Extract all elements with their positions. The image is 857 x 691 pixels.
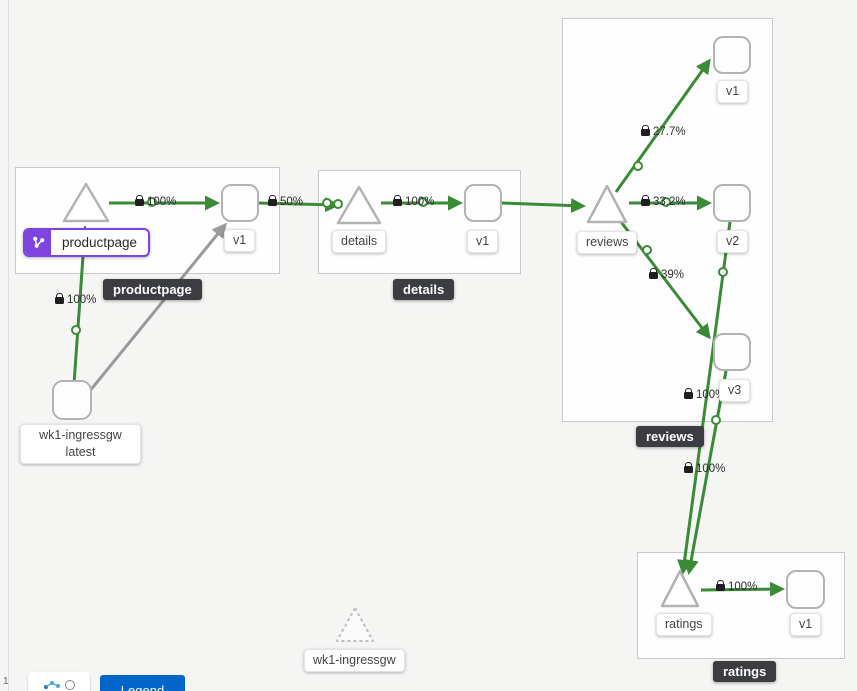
- edge-marker-circle: [147, 197, 157, 207]
- mtls-lock-icon: [268, 194, 277, 206]
- edge-marker-circle: [322, 198, 332, 208]
- mtls-lock-icon: [641, 194, 650, 206]
- group-badge-ratings[interactable]: ratings: [713, 661, 777, 682]
- node-label-reviews-v3[interactable]: v3: [719, 379, 751, 402]
- node-label-ingress-workload[interactable]: wk1-ingressgw latest: [20, 424, 141, 464]
- node-label-ratings-v1[interactable]: v1: [790, 613, 822, 636]
- toolbar-chip[interactable]: [28, 672, 90, 691]
- mtls-lock-icon: [135, 194, 144, 206]
- edge-label-ratings-to-v1[interactable]: 100%: [716, 579, 757, 593]
- mtls-lock-icon: [649, 267, 658, 279]
- graph-icon: [44, 681, 60, 689]
- mtls-lock-icon: [716, 579, 725, 591]
- edge-marker-circle: [71, 325, 81, 335]
- edge-label-reviews-to-v3[interactable]: 39%: [649, 267, 684, 281]
- edge-label-details-to-v1[interactable]: 100%: [393, 194, 434, 208]
- panel-divider: [8, 0, 9, 691]
- node-label-ratings[interactable]: ratings: [656, 613, 712, 636]
- mtls-lock-icon: [684, 461, 693, 473]
- group-box-productpage[interactable]: [15, 167, 280, 274]
- node-ingress-workload[interactable]: [52, 380, 92, 420]
- edge-marker-circle: [711, 415, 721, 425]
- group-box-details[interactable]: [318, 170, 521, 274]
- group-box-ratings[interactable]: [637, 552, 845, 659]
- edge-label-v2-to-ratings[interactable]: 100%: [684, 461, 725, 475]
- edge-label-v1-to-details[interactable]: 50%: [268, 194, 303, 208]
- zoom-level-text: 1: [3, 676, 9, 687]
- group-badge-productpage[interactable]: productpage: [103, 279, 202, 300]
- mtls-lock-icon: [393, 194, 402, 206]
- node-label-reviews-v2[interactable]: v2: [717, 230, 749, 253]
- edge-label-productpage-to-v1[interactable]: 100%: [135, 194, 176, 208]
- edge-marker-circle: [661, 197, 671, 207]
- group-badge-details[interactable]: details: [393, 279, 455, 300]
- edge-marker-circle: [642, 245, 652, 255]
- edge-marker-circle: [418, 197, 428, 207]
- edge-label-v3-to-ratings[interactable]: 100%: [684, 387, 725, 401]
- node-ingress-service[interactable]: [336, 607, 374, 642]
- mtls-lock-icon: [55, 292, 64, 304]
- circle-icon: [65, 680, 75, 690]
- edge-marker-circle: [633, 161, 643, 171]
- node-label-reviews[interactable]: reviews: [577, 231, 638, 254]
- edge-marker-circle: [333, 199, 343, 209]
- edge-label-reviews-to-v2[interactable]: 33.2%: [641, 194, 686, 208]
- edge-marker-circle: [718, 267, 728, 277]
- edge-label-ingress-to-productpage[interactable]: 100%: [55, 292, 96, 306]
- group-badge-reviews[interactable]: reviews: [636, 426, 704, 447]
- node-label-reviews-v1[interactable]: v1: [717, 80, 749, 103]
- versioned-app-icon: [25, 230, 51, 255]
- node-label-details-v1[interactable]: v1: [467, 230, 499, 253]
- legend-button[interactable]: Legend: [100, 675, 185, 691]
- mtls-lock-icon: [684, 387, 693, 399]
- node-label-ingress-service[interactable]: wk1-ingressgw: [304, 649, 405, 672]
- mtls-lock-icon: [641, 124, 650, 136]
- group-box-reviews[interactable]: [562, 18, 773, 422]
- edge-label-reviews-to-v1[interactable]: 27.7%: [641, 124, 686, 138]
- node-label-productpage-selected[interactable]: productpage: [23, 228, 151, 257]
- node-label-details[interactable]: details: [332, 230, 387, 253]
- node-label-productpage-v1[interactable]: v1: [224, 229, 256, 252]
- node-label-text: productpage: [62, 235, 138, 250]
